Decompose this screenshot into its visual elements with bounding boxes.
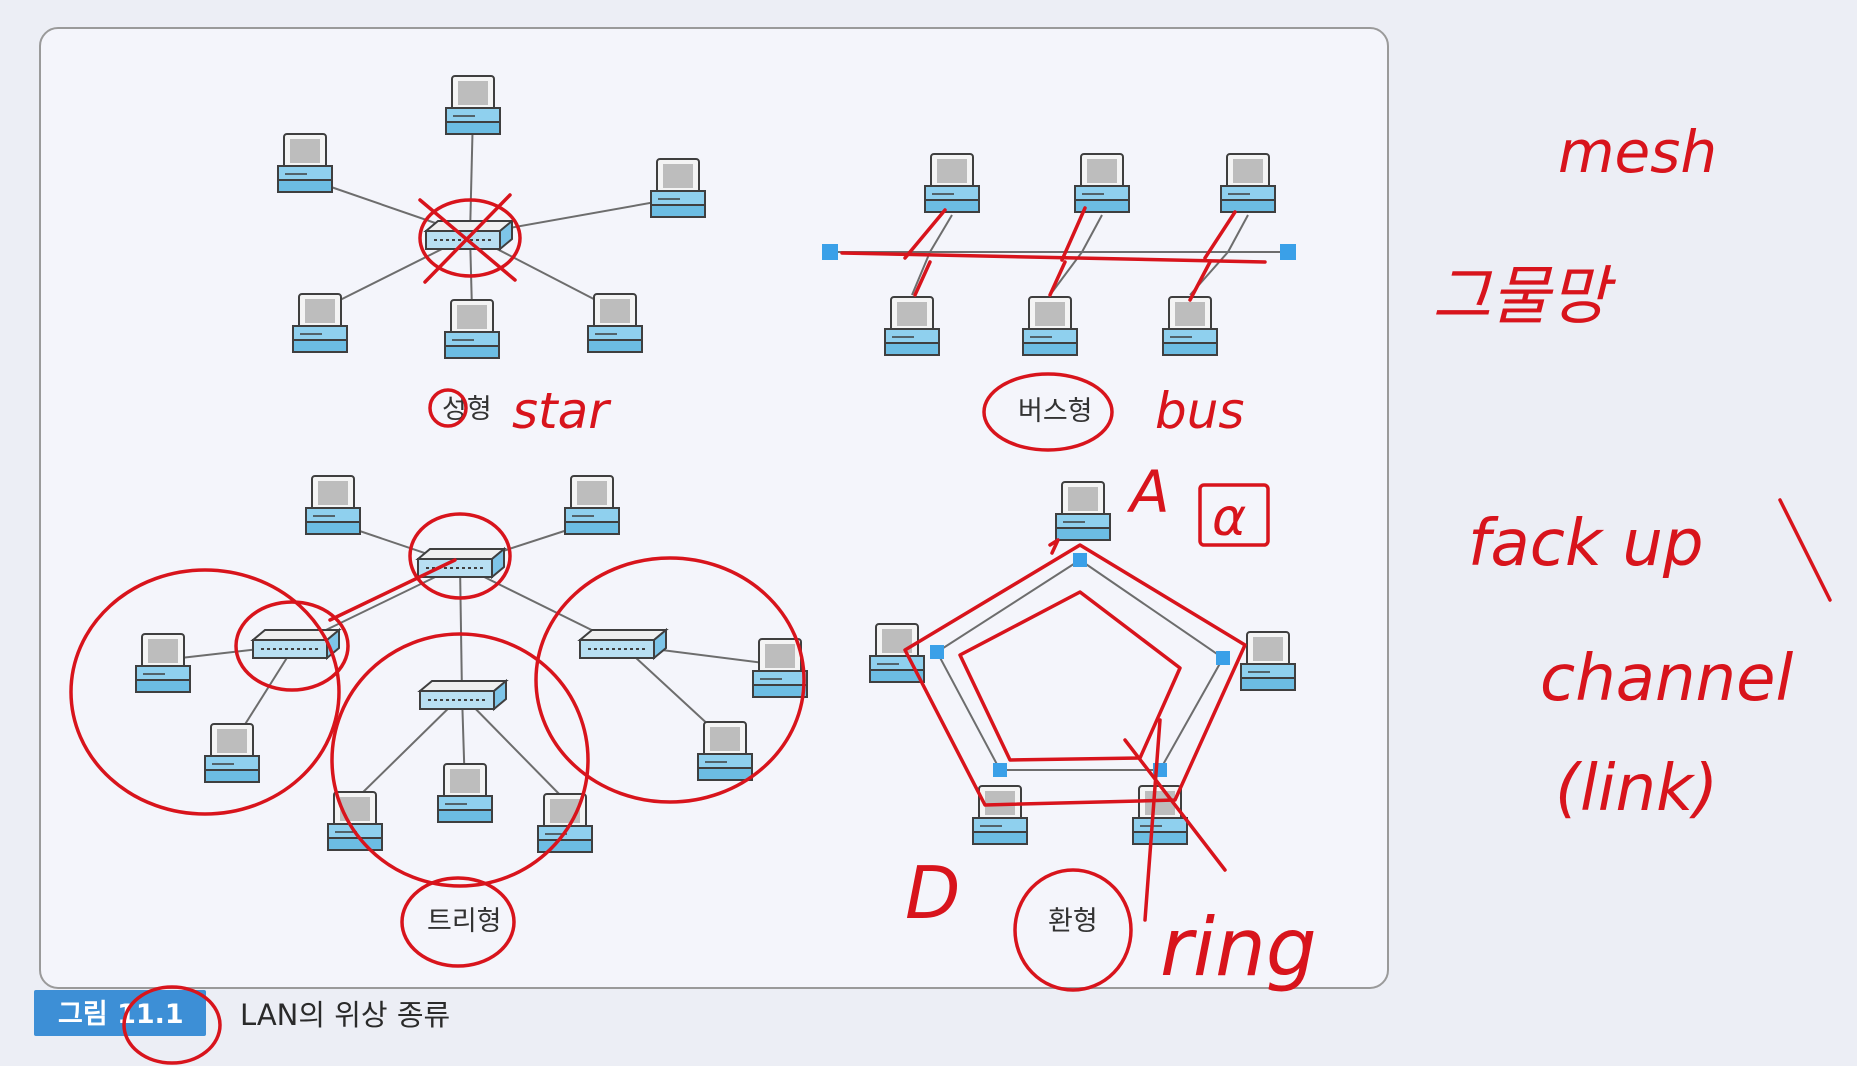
computer-icon bbox=[437, 763, 493, 823]
figure-badge bbox=[34, 990, 206, 1036]
figure-badge-text: 그림 11.1 bbox=[58, 999, 184, 1030]
computer-icon bbox=[587, 293, 643, 353]
figure-caption: LAN의 위상 종류 bbox=[240, 998, 450, 1032]
computer-icon bbox=[564, 475, 620, 535]
computer-icon bbox=[924, 153, 980, 213]
computer-icon bbox=[884, 296, 940, 356]
computer-icon bbox=[445, 75, 501, 135]
annotation-fault-up: fack up bbox=[1468, 507, 1704, 581]
bus-label: 버스형 bbox=[1018, 396, 1093, 427]
computer-icon bbox=[444, 299, 500, 359]
annotation-ring-d: D bbox=[905, 851, 960, 935]
computer-icon bbox=[1220, 153, 1276, 213]
computer-icon bbox=[650, 158, 706, 218]
computer-icon bbox=[1162, 296, 1218, 356]
ring-connector bbox=[1216, 651, 1230, 665]
annotation-ring-alpha: α bbox=[1212, 488, 1246, 548]
figure-frame bbox=[39, 27, 1389, 989]
annotation-ring: ring bbox=[1160, 901, 1317, 994]
computer-icon bbox=[277, 133, 333, 193]
hub-icon bbox=[579, 629, 667, 659]
ink-strokes bbox=[69, 193, 1832, 1065]
bus-terminator bbox=[822, 244, 838, 260]
computer-icon bbox=[697, 721, 753, 781]
bus-terminator bbox=[1280, 244, 1296, 260]
handwriting: star bus mesh 그물망 A α D ring fack up cha… bbox=[512, 118, 1793, 994]
annotation-channel: channel bbox=[1540, 642, 1793, 716]
computer-icon bbox=[204, 723, 260, 783]
computer-icon bbox=[1240, 631, 1296, 691]
computer-icon bbox=[305, 475, 361, 535]
ring-connector bbox=[993, 763, 1007, 777]
computer-icon bbox=[327, 791, 383, 851]
computer-icon bbox=[292, 293, 348, 353]
computer-icon bbox=[1022, 296, 1078, 356]
annotation-mesh: mesh bbox=[1558, 118, 1717, 186]
annotation-ring-a: A bbox=[1126, 458, 1170, 526]
hub-icon bbox=[419, 680, 507, 710]
computer-icon bbox=[537, 793, 593, 853]
annotation-link: (link) bbox=[1555, 752, 1718, 826]
star-topology: 성형 bbox=[277, 75, 706, 425]
tree-label: 트리형 bbox=[427, 906, 502, 937]
bus-topology: 버스형 bbox=[822, 153, 1296, 427]
ring-connector bbox=[1073, 553, 1087, 567]
computer-icon bbox=[135, 633, 191, 693]
computer-icon bbox=[1074, 153, 1130, 213]
tree-topology: 트리형 bbox=[135, 475, 808, 937]
computer-icon bbox=[1055, 481, 1111, 541]
hub-icon bbox=[252, 629, 340, 659]
annotation-mesh-kr: 그물망 bbox=[1432, 260, 1617, 334]
annotation-bus: bus bbox=[1155, 382, 1244, 440]
annotation-star: star bbox=[512, 382, 612, 440]
ring-label: 환형 bbox=[1048, 906, 1098, 937]
ring-connector bbox=[930, 645, 944, 659]
